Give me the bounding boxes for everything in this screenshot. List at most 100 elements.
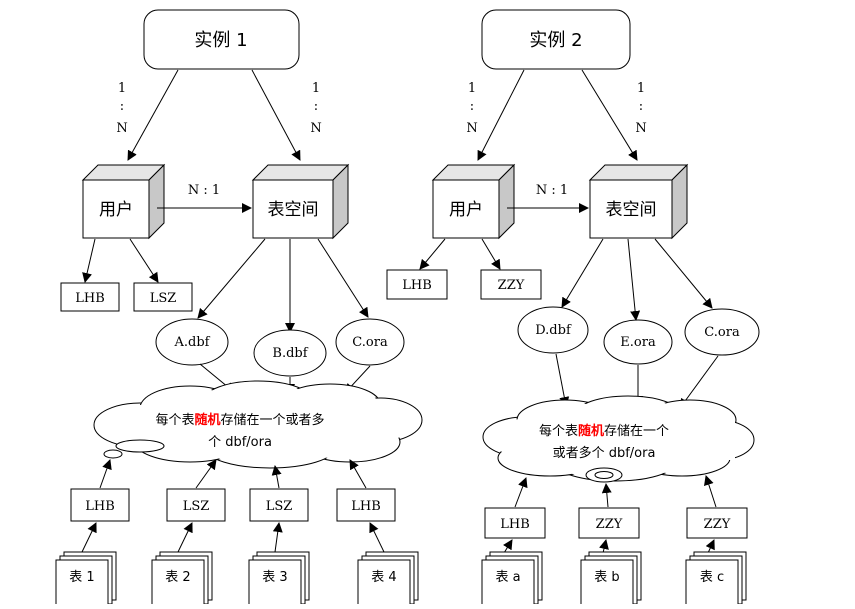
right-datafile-e-label: E.ora xyxy=(620,335,656,350)
right-table-a: 表 a xyxy=(495,570,520,585)
left-arrow-table2-owner xyxy=(177,522,193,553)
right-instance-box xyxy=(481,9,631,70)
left-ratio-r3: N xyxy=(310,121,321,136)
left-cloud-fill xyxy=(96,383,420,466)
left-owner-box-4 xyxy=(336,488,396,522)
left-owner-box-3 xyxy=(249,488,309,522)
left-arrow-table1-owner xyxy=(81,522,97,553)
left-arrow-owner4-cloud xyxy=(349,459,367,489)
right-cloud-text-line2: 或者多个 dbf/ora xyxy=(553,445,656,461)
left-arrow-owner3-cloud xyxy=(271,465,282,489)
right-arrow-tableb-owner xyxy=(599,539,609,554)
left-datafile-c xyxy=(335,318,405,366)
left-arrow-instance-user xyxy=(127,69,179,161)
right-user-name-zzy: ZZY xyxy=(498,278,525,293)
left-tablespace-label: 表空间 xyxy=(268,200,319,220)
right-owner-3: ZZY xyxy=(704,517,731,532)
left-table-stack-4 xyxy=(357,551,419,609)
right-arrow-ts-d xyxy=(561,238,604,308)
left-arrow-owner1-cloud xyxy=(99,459,112,489)
right-user-box-zzy xyxy=(480,269,542,300)
left-tablespace-cube xyxy=(251,163,350,240)
right-owner-2: ZZY xyxy=(596,517,623,532)
left-datafile-b-label: B.dbf xyxy=(272,346,308,361)
left-table-1: 表 1 xyxy=(69,570,94,585)
right-user-ts-ratio: N : 1 xyxy=(536,183,568,198)
left-owner-4: LHB xyxy=(351,499,381,514)
right-ratio-l2: : xyxy=(470,99,474,114)
left-table-stack-3 xyxy=(248,551,310,609)
right-ratio-r3: N xyxy=(635,121,646,136)
left-user-name-lsz: LSZ xyxy=(150,291,177,306)
right-arrow-c-cloud xyxy=(679,355,719,409)
left-table-3: 表 3 xyxy=(262,570,287,585)
right-ratio-l1: 1 xyxy=(468,81,476,96)
left-owner-1: LHB xyxy=(85,499,115,514)
left-ratio-r2: : xyxy=(314,99,318,114)
left-owner-2: LSZ xyxy=(183,499,210,514)
right-tablespace-label: 表空间 xyxy=(606,200,657,220)
left-datafile-b xyxy=(253,329,327,377)
left-table-4: 表 4 xyxy=(371,570,396,585)
right-cloud-bubble-2 xyxy=(594,471,614,479)
left-cloud-bubble-2 xyxy=(103,449,123,459)
right-cloud-fill xyxy=(485,398,752,479)
right-datafile-e xyxy=(603,319,673,365)
right-arrow-user-zzy xyxy=(481,238,501,270)
right-arrow-ts-c xyxy=(654,238,713,309)
right-arrow-instance-user xyxy=(477,69,525,161)
left-datafile-a xyxy=(155,318,229,366)
right-owner-1: LHB xyxy=(500,517,530,532)
right-owner-box-1 xyxy=(484,507,546,539)
left-datafile-a-label: A.dbf xyxy=(174,335,211,350)
right-arrow-tablec-owner xyxy=(705,539,715,554)
left-ratio-l2: : xyxy=(120,99,124,114)
right-instance-label: 实例 2 xyxy=(529,30,582,51)
left-instance-label: 实例 1 xyxy=(194,30,247,51)
left-datafile-c-label: C.ora xyxy=(352,335,388,350)
right-owner-box-3 xyxy=(686,507,748,539)
left-owner-box-1 xyxy=(70,488,130,522)
left-table-stack-2 xyxy=(151,551,213,609)
left-arrow-user-lhb xyxy=(82,238,96,283)
left-owner-box-2 xyxy=(166,488,226,522)
left-user-name-lhb: LHB xyxy=(75,291,105,306)
right-datafile-d-label: D.dbf xyxy=(535,323,572,338)
left-user-cube xyxy=(81,163,166,240)
right-user-box-lhb xyxy=(386,269,448,300)
left-user-box-lhb xyxy=(60,282,120,312)
right-ratio-r2: : xyxy=(639,99,643,114)
right-datafile-d xyxy=(517,306,589,354)
right-arrow-tablea-owner xyxy=(503,539,513,554)
right-table-b: 表 b xyxy=(594,570,619,585)
right-table-c: 表 c xyxy=(700,570,724,585)
left-table-stack-1 xyxy=(55,551,117,609)
left-ratio-l3: N xyxy=(116,121,127,136)
left-arrow-ts-c xyxy=(317,238,369,318)
right-tablespace-cube xyxy=(588,163,689,240)
left-table-2: 表 2 xyxy=(165,570,190,585)
right-table-stack-c xyxy=(685,551,747,609)
left-arrow-table4-owner xyxy=(369,522,385,553)
right-arrow-ts-e xyxy=(627,238,641,321)
left-cloud-text-line2: 个 dbf/ora xyxy=(208,435,272,450)
left-cloud-bubble-1 xyxy=(115,439,165,453)
right-table-stack-a xyxy=(481,551,543,609)
right-arrow-instance-tablespace xyxy=(581,69,638,161)
right-arrow-d-cloud xyxy=(555,353,570,407)
right-datafile-c-label: C.ora xyxy=(704,325,740,340)
right-arrow-owner2-cloud xyxy=(601,483,612,508)
right-datafile-c xyxy=(684,308,760,356)
right-ratio-l3: N xyxy=(466,121,477,136)
left-owner-3: LSZ xyxy=(266,499,293,514)
left-user-box-lsz xyxy=(133,282,193,312)
left-ratio-r1: 1 xyxy=(312,81,320,96)
right-arrow-owner1-cloud xyxy=(514,477,528,508)
left-user-label: 用户 xyxy=(99,200,133,220)
left-instance-box xyxy=(143,9,300,70)
right-arrow-owner3-cloud xyxy=(704,475,717,508)
left-arrow-instance-tablespace xyxy=(251,69,301,161)
left-arrow-table3-owner xyxy=(272,522,283,553)
